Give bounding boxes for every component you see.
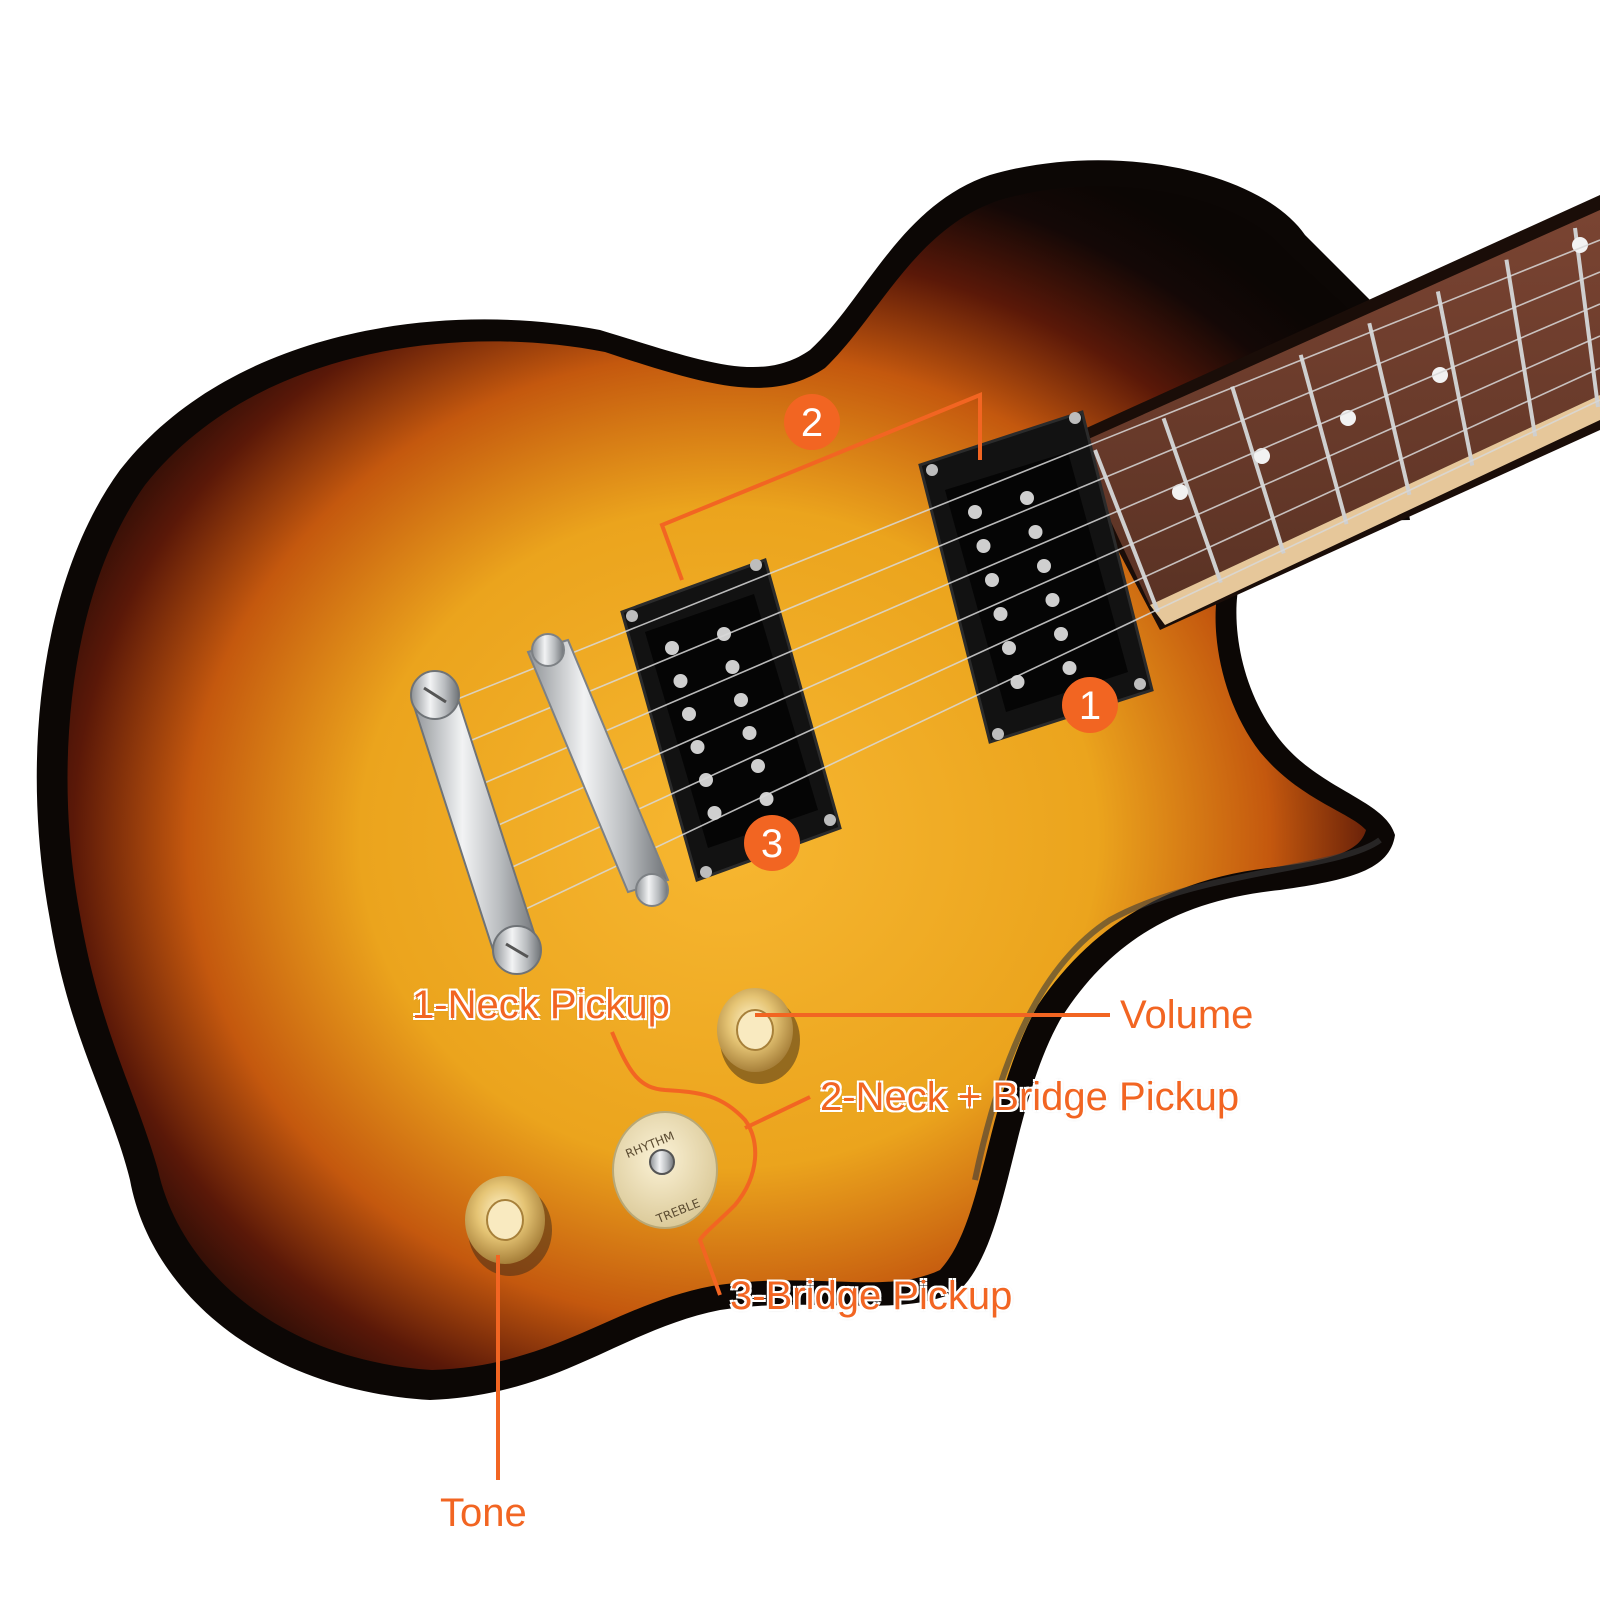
fret-wire (1504, 259, 1538, 437)
pole-piece (1020, 491, 1034, 505)
neck-bridge-pickup-label: 2-Neck + Bridge Pickup (820, 1075, 1240, 1119)
tone-label: Tone (440, 1491, 527, 1535)
fret-wire (1435, 291, 1475, 466)
pole-piece (725, 660, 740, 674)
badge-2: 2 (784, 394, 840, 450)
fret-wire (1573, 227, 1600, 408)
pickup-selector-switch[interactable]: RHYTHM TREBLE (612, 1111, 718, 1229)
fret-markers (1172, 237, 1588, 500)
badge-1: 1 (1062, 677, 1118, 733)
pole-piece (665, 641, 679, 655)
pole-piece (682, 707, 696, 721)
pole-piece (968, 505, 982, 519)
callout-lines (496, 392, 1110, 1480)
pole-piece (1037, 559, 1051, 573)
fret-wire (1230, 385, 1286, 555)
pole-piece (1002, 641, 1016, 655)
pole-piece (1062, 661, 1077, 675)
pole-piece (707, 806, 722, 820)
pole-piece (742, 726, 757, 740)
pole-piece (673, 674, 688, 688)
fret-wire (1161, 417, 1223, 584)
volume-label: Volume (1120, 993, 1254, 1037)
pole-piece (993, 607, 1008, 621)
frets (1093, 227, 1600, 613)
pole-piece (759, 792, 774, 806)
pole-piece (1054, 627, 1068, 641)
pole-piece (751, 759, 765, 773)
pole-piece (1028, 525, 1043, 539)
stopbar-tailpiece (410, 670, 542, 975)
binding-highlight (972, 837, 1382, 1181)
badge-3: 3 (744, 815, 800, 871)
pole-piece (734, 693, 748, 707)
pole-piece (1010, 675, 1025, 689)
pole-piece (690, 740, 705, 754)
tune-o-matic-bridge (526, 633, 670, 907)
badge-2-text: 2 (801, 401, 823, 445)
fret-wire (1298, 354, 1349, 525)
pole-piece (985, 573, 999, 587)
bridge-pickup-label: 3-Bridge Pickup (730, 1274, 1013, 1318)
tone-knob[interactable] (465, 1176, 552, 1276)
neck-pickup-label: 1-Neck Pickup (412, 983, 670, 1027)
pole-piece (976, 539, 991, 553)
strings (454, 239, 1600, 926)
fret-wire (1367, 322, 1412, 496)
pole-piece (1045, 593, 1060, 607)
volume-knob[interactable] (717, 988, 800, 1084)
badge-1-text: 1 (1079, 684, 1101, 728)
badge-3-text: 3 (761, 822, 783, 866)
